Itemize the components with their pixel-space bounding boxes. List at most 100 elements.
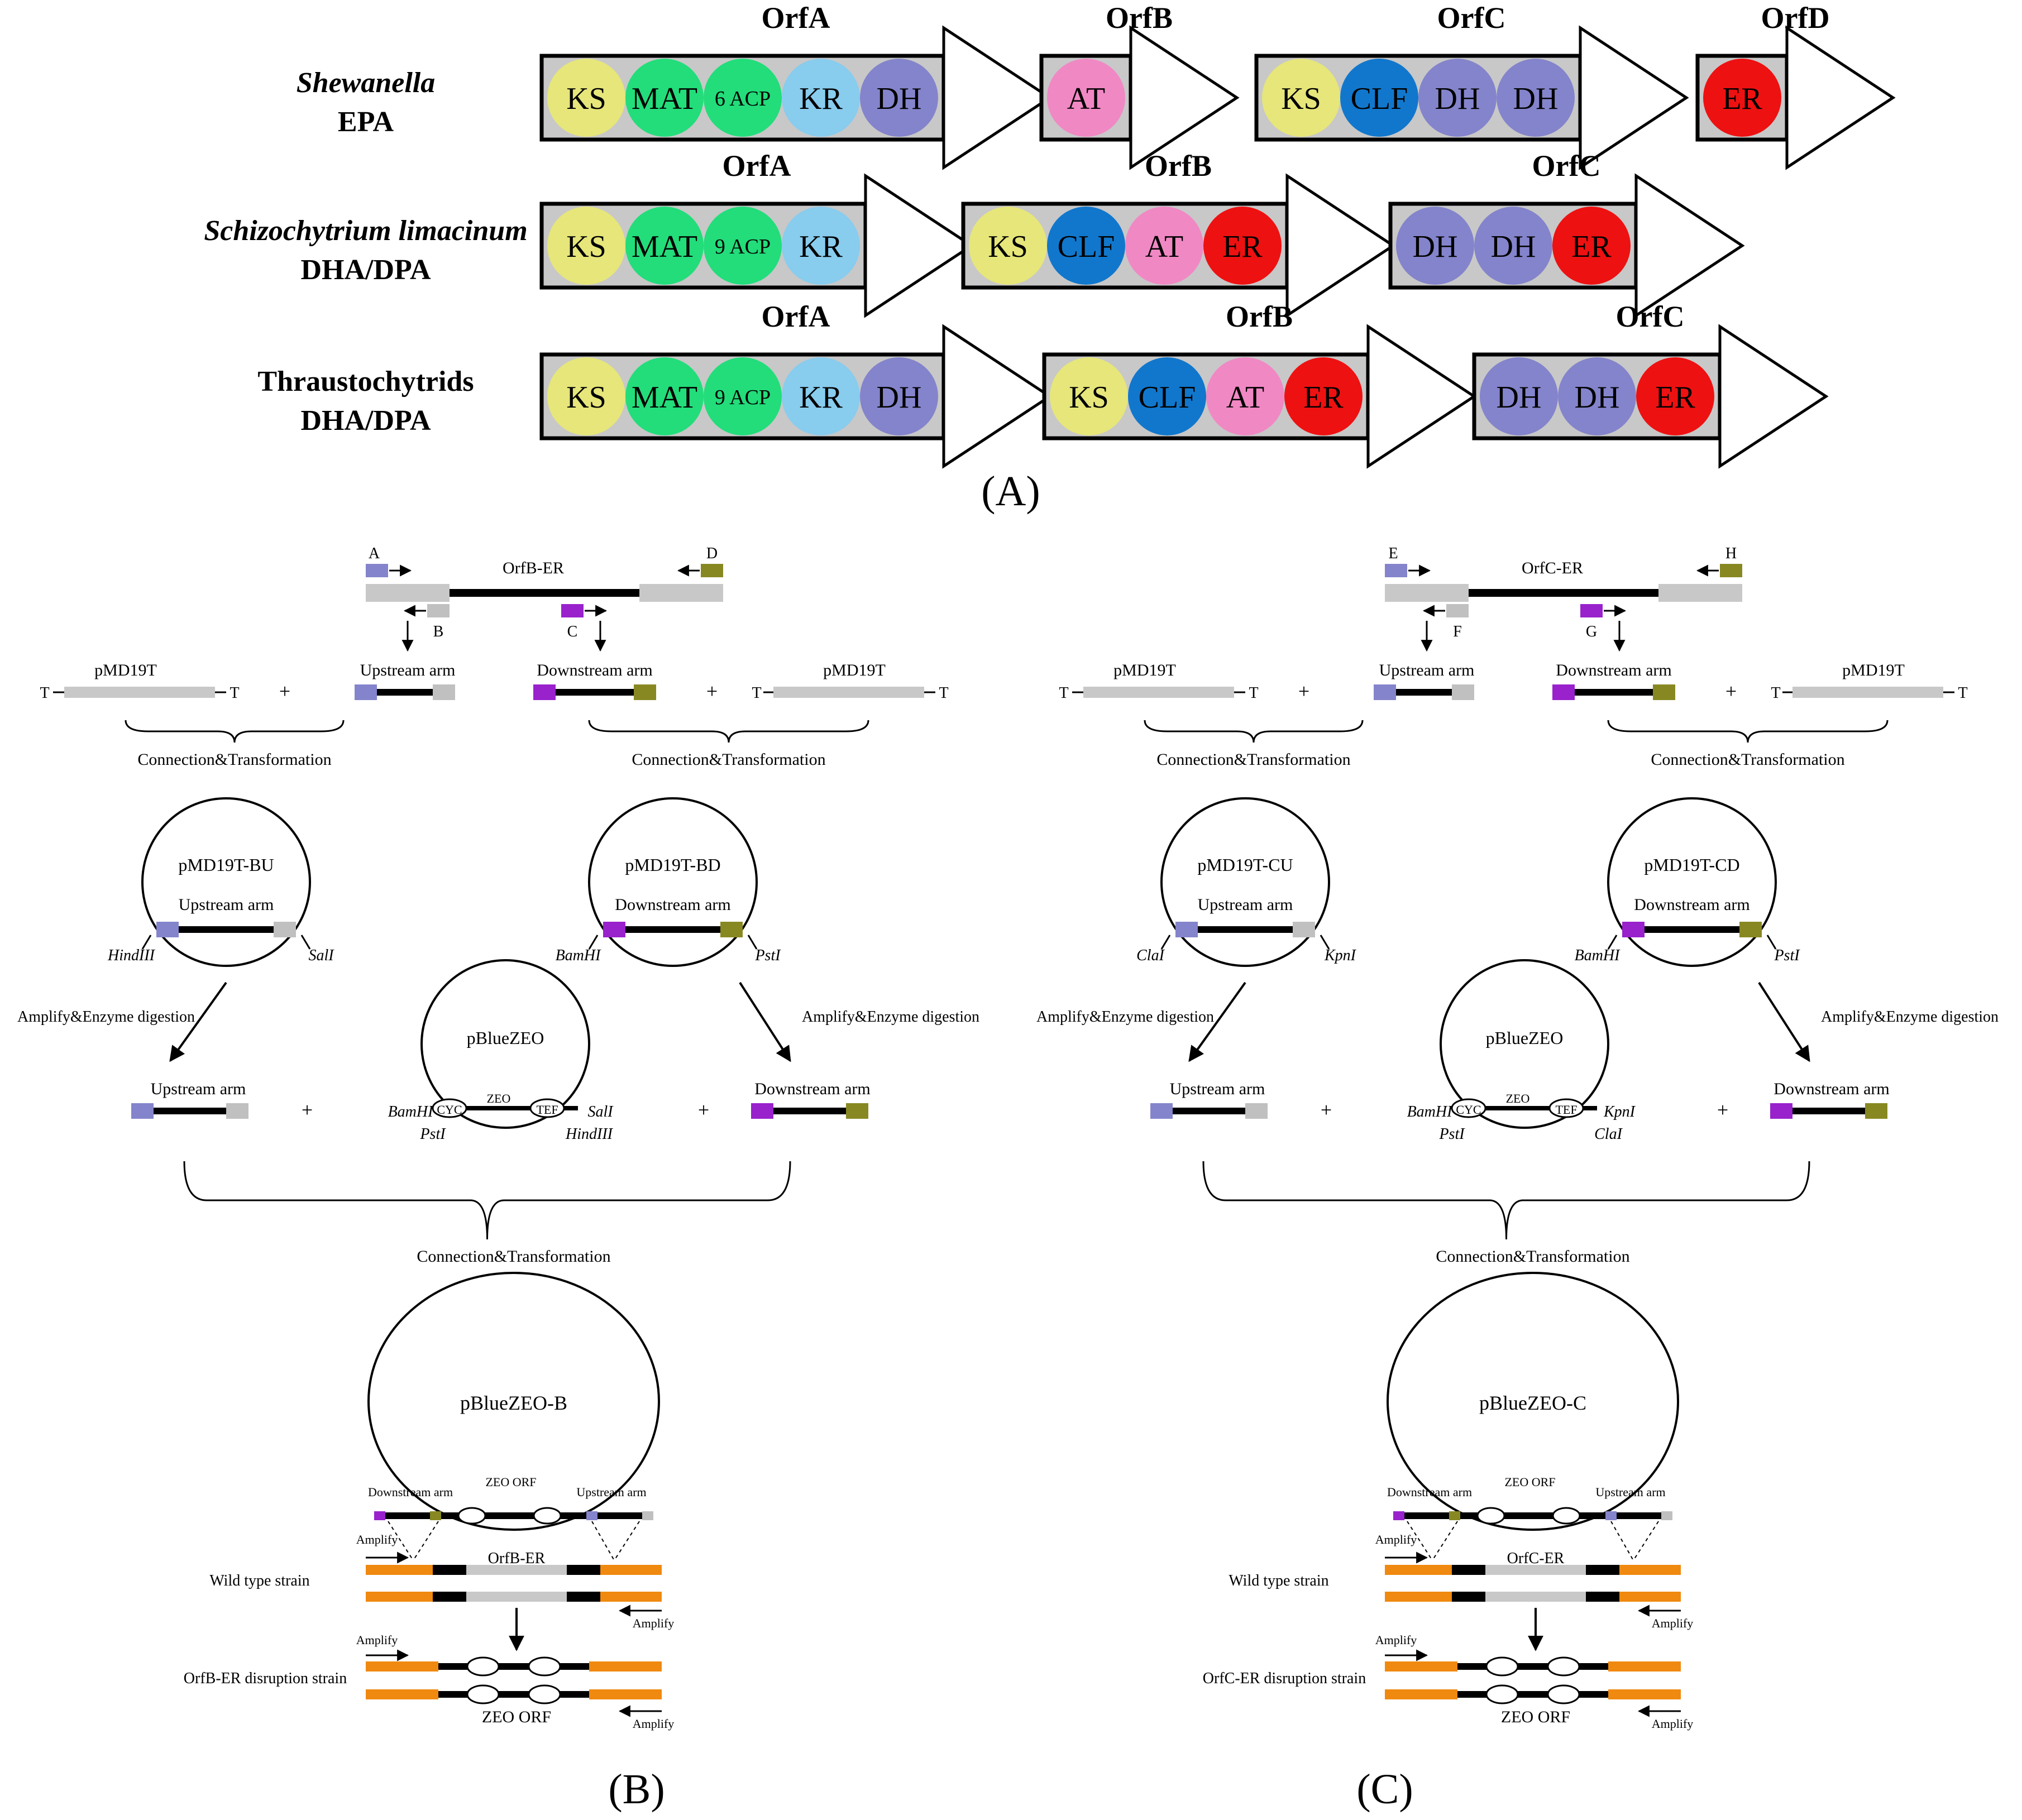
primer-d-label: D [706,545,718,562]
site-label: BamHI [556,947,602,964]
ds-flank-right [589,1689,662,1699]
primer-c-block [561,604,584,617]
plus-sign: + [698,1099,709,1121]
cyc-promoter [432,1098,467,1118]
t-overhang: T [1249,684,1258,702]
crossover [614,1521,640,1561]
wt-arm-left [433,1592,466,1602]
plasmid-down-insert-label: Downstream arm [1634,895,1749,914]
final-down-right [430,1511,441,1520]
site-tick [141,935,152,950]
domain-dh [1480,357,1558,435]
amplify-label: Amplify [356,1633,398,1647]
domain-label: ER [1655,380,1695,415]
gene-name: OrfA [723,149,791,183]
ds-tef [1547,1656,1580,1677]
t-overhang: T [230,684,239,702]
plasmid-pbluezeo [1440,959,1609,1129]
primer-a-label: A [369,545,380,562]
upstream-arm-label: Upstream arm [1170,1080,1265,1098]
arm-body [1645,926,1739,933]
site-label: KpnI [1603,1103,1636,1120]
site-tick [747,935,758,950]
domain-label: DH [1575,380,1620,415]
domain-label: KS [566,380,606,415]
gene-arrowhead [1366,324,1477,469]
crossover [1610,1521,1634,1561]
domain-label: KS [566,229,606,264]
site-label: ClaI [1136,947,1165,964]
site-label: ClaI [1594,1125,1623,1143]
amplify-digest-label: Amplify&Enzyme digestion [802,1008,979,1026]
wt-gene [466,1592,567,1602]
domain-label: MAT [632,82,697,116]
domain-dh [860,357,938,435]
ds-tef [528,1656,561,1677]
arm-left-end [1374,684,1396,700]
ds-flank-right [589,1661,662,1671]
arm-left-end [131,1103,154,1119]
plasmid-down-label: pMD19T-CD [1644,855,1739,875]
gene-name: OrfB [1145,149,1212,183]
domain-label: DH [1497,380,1542,415]
final-down-body [1404,1512,1449,1519]
plasmid-up-label: pMD19T-BU [178,855,274,875]
gene-arrowhead [942,25,1053,170]
site-tick [1320,935,1330,950]
vector-label: pMD19T [94,661,157,679]
ds-flank-left [1385,1661,1457,1671]
final-plasmid-label: pBlueZEO-B [460,1392,567,1414]
amplify-arrow-right [1758,981,1810,1062]
gene-name: OrfC-ER [1522,559,1583,577]
arm-body [1792,1108,1865,1114]
gene-flank-right [1658,584,1742,602]
domain-clf [1340,59,1418,137]
arm-body [1198,926,1293,933]
domain-label: CLF [1058,229,1115,264]
upstream-arm-label: Upstream arm [1379,661,1475,679]
amplify-label: Amplify [1375,1633,1417,1647]
arm-left-end [1770,1103,1792,1119]
primer-b-block [1446,604,1469,617]
product-name: DHA/DPA [300,254,431,286]
amplify-label: Amplify [633,1717,675,1731]
domain-9-acp [704,207,782,285]
wt-arm-left [1452,1565,1485,1575]
amplify-label: Amplify [356,1532,398,1546]
wt-gene-label: OrfB-ER [488,1550,546,1567]
upstream-arm-digested [131,1103,248,1119]
tef-label: TEF [536,1103,558,1117]
domain-ks [1050,357,1128,435]
t-overhang: T [1059,684,1068,702]
plasmid-up-label: pMD19T-CU [1197,855,1293,875]
arm-left-end [603,922,625,937]
plasmid-down-label: pMD19T-BD [625,855,720,875]
brace-upstream [1144,720,1364,743]
domain-label: DH [877,82,922,116]
domain-at [1206,357,1284,435]
gene-region [450,589,639,597]
primer-a-block [1385,564,1407,577]
domain-label: KR [799,82,843,116]
panel-a-label: (A) [981,468,1040,515]
final-down-left [374,1511,385,1520]
domain-label: MAT [632,380,697,415]
domain-label: ER [1222,229,1263,264]
gene-flank-right [639,584,723,602]
domain-label: ER [1303,380,1344,415]
domain-er [1284,357,1363,435]
domain-6-acp [704,59,782,137]
ds-flank-left [366,1689,438,1699]
amplify-arrow-right [739,981,791,1062]
domain-mat [625,357,704,435]
site-tick [300,935,311,950]
plasmid-up-insert-label: Upstream arm [1198,895,1293,914]
domain-er [1703,59,1781,137]
wt-flank-right [1619,1565,1681,1575]
